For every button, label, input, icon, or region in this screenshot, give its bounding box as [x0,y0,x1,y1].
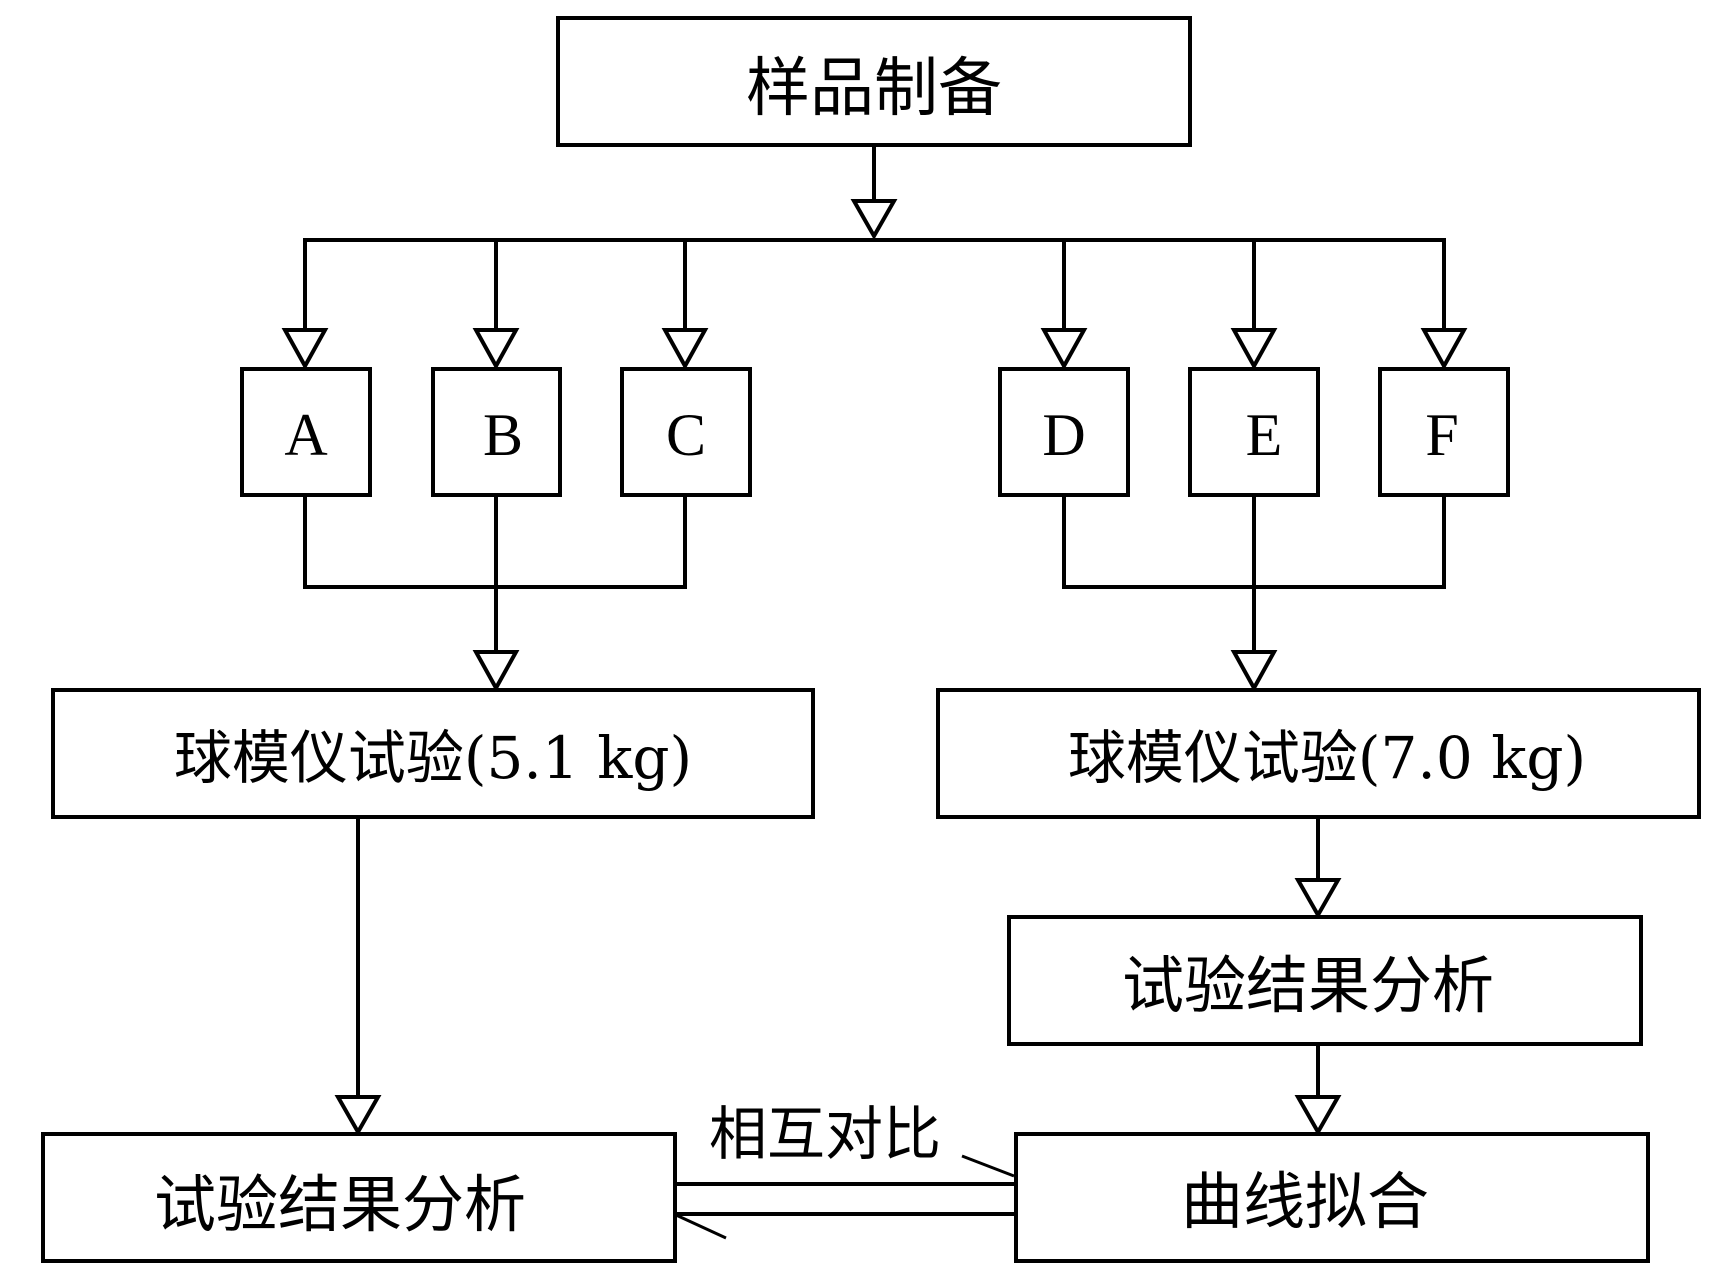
node-ball-test-right: 球模仪试验(7.0 kg) [936,688,1701,819]
node-group-b-label: B [483,402,523,468]
node-analysis-right: 试验结果分析 [1007,915,1643,1046]
node-analysis-left: 试验结果分析 [41,1132,677,1263]
merge-def [1062,493,1446,693]
arrow-analysis-to-curve [1294,1042,1342,1137]
node-group-a: A [240,367,372,497]
node-sample-prep: 样品制备 [556,16,1192,147]
node-group-f: F [1378,367,1510,497]
node-curve-fit: 曲线拟合 [1014,1132,1650,1263]
node-sample-prep-label: 样品制备 [746,52,1002,126]
compare-label: 相互对比 [709,1100,941,1168]
node-group-a-label: A [284,402,327,468]
arrow-to-b [472,238,520,371]
node-group-b: B [431,367,562,497]
node-group-e: E [1188,367,1320,497]
node-curve-fit-label: 曲线拟合 [1181,1165,1429,1238]
merge-abc [303,493,687,693]
node-analysis-left-label: 试验结果分析 [154,1168,526,1241]
node-group-d-label: D [1042,402,1085,468]
arrow-to-d [1040,238,1088,371]
node-group-d: D [998,367,1130,497]
arrow-ball-left-to-analysis [334,815,382,1137]
node-group-c: C [620,367,752,497]
arrow-to-a [281,238,329,371]
node-analysis-right-label: 试验结果分析 [1122,949,1494,1022]
node-ball-test-right-label: 球模仪试验(7.0 kg) [1068,724,1586,792]
arrow-ball-right-to-analysis [1294,815,1342,920]
node-group-e-label: E [1246,402,1283,468]
node-group-f-label: F [1425,402,1458,468]
node-group-c-label: C [666,402,706,468]
arrow-to-e [1230,238,1278,371]
compare-connector [673,1154,1018,1240]
arrow-to-f [1420,238,1468,371]
node-ball-test-left-label: 球模仪试验(5.1 kg) [174,724,692,792]
node-ball-test-left: 球模仪试验(5.1 kg) [51,688,815,819]
arrow-sample-to-bus [850,143,898,241]
arrow-to-c [661,238,709,371]
